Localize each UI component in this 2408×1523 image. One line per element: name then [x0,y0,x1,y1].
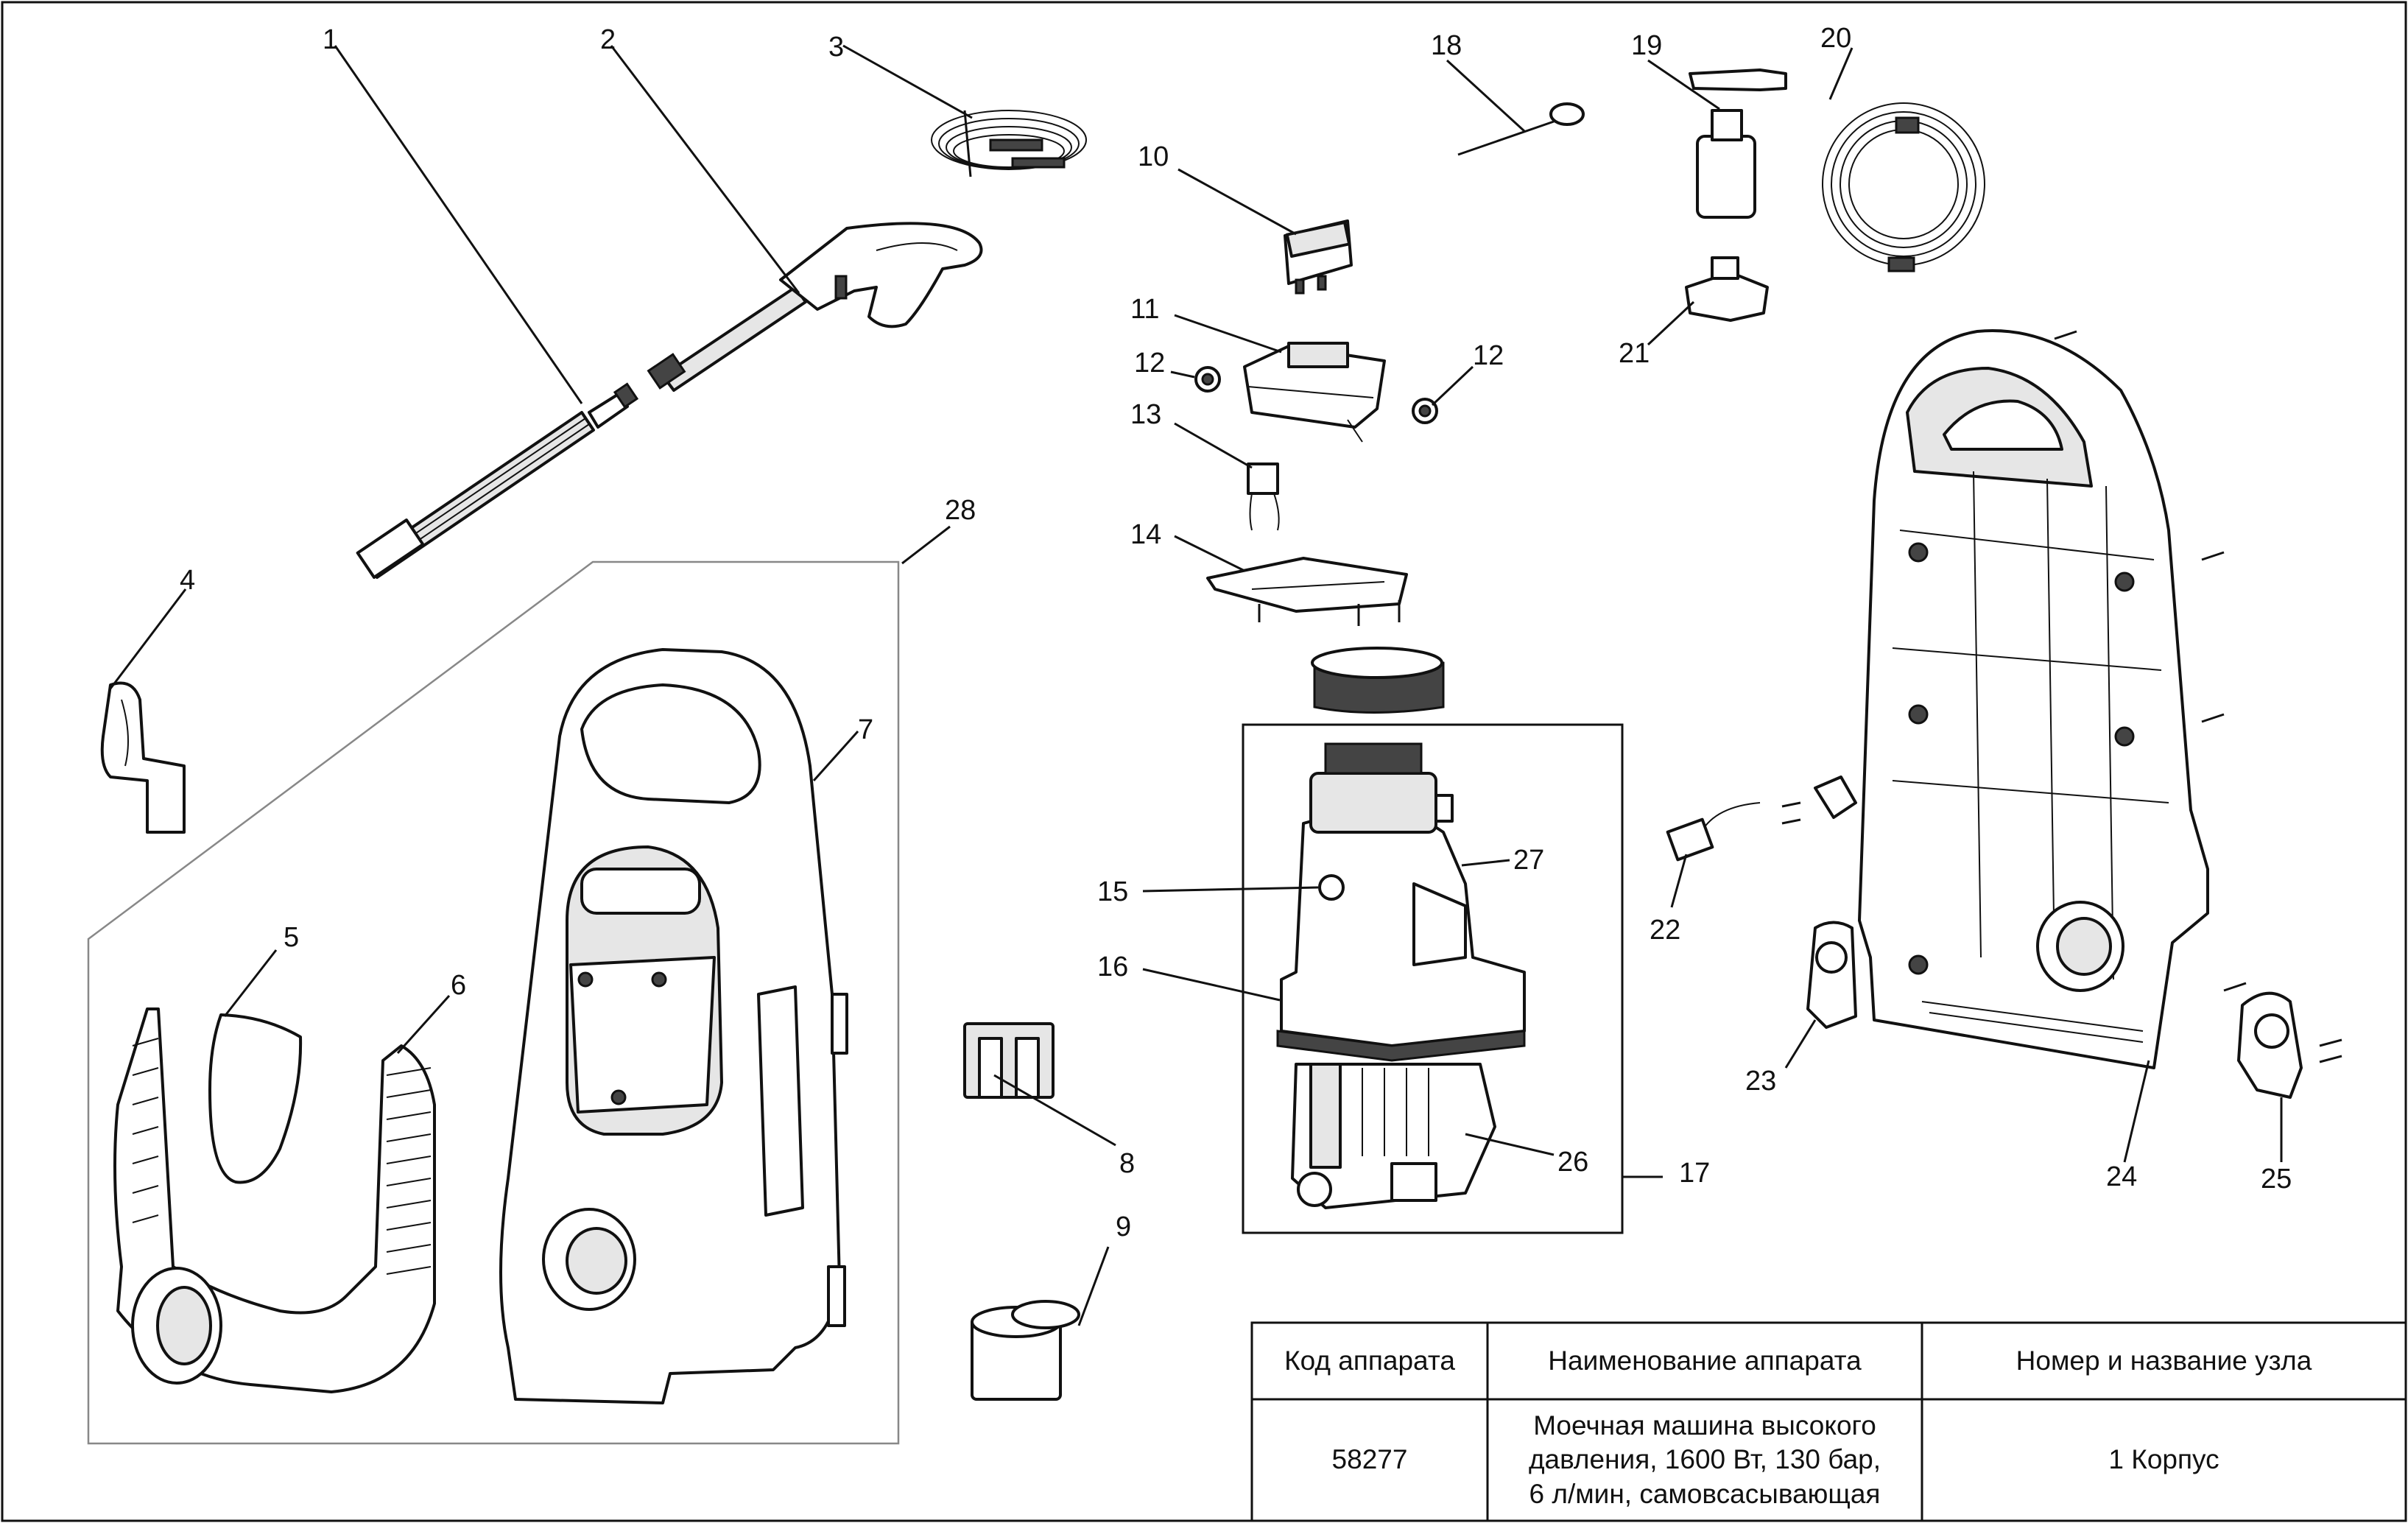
callout-17: 17 [1679,1158,1710,1189]
callout-11: 11 [1130,294,1159,325]
part-26-pump [1291,1063,1496,1209]
callout-12-left: 12 [1134,348,1165,379]
callout-16: 16 [1097,952,1128,982]
part-5-plate [208,1013,303,1184]
part-3-hose [931,110,1087,177]
part-15-plug [1318,874,1345,901]
part-8-clip [963,1022,1055,1099]
part-24-rear-housing [1858,329,2209,1069]
callout-26: 26 [1557,1147,1588,1178]
table-cell-name-line-1: Моечная машина высокого [1533,1410,1876,1441]
callout-27: 27 [1513,845,1544,876]
part-7-housing [499,648,848,1404]
part-4-holder [100,681,186,834]
part-19-bottle [1689,68,1787,219]
table-cell-name: Моечная машина высокого давления, 1600 В… [1488,1399,1922,1521]
part-21-valve [1685,256,1769,322]
table-header-name: Наименование аппарата [1548,1345,1862,1376]
callout-9: 9 [1116,1211,1131,1242]
part-2-gun [647,222,983,392]
callout-6: 6 [451,970,466,1001]
screws [1781,330,2342,1063]
part-1-lance [356,382,639,579]
callout-21: 21 [1619,338,1650,369]
callout-25: 25 [2261,1164,2292,1195]
table-cell-name-line-2: давления, 1600 Вт, 130 бар, [1528,1444,1881,1475]
part-16-seal [1276,1030,1526,1062]
part-9-holder [971,1300,1080,1401]
callout-20: 20 [1820,23,1851,54]
callout-5: 5 [284,922,299,953]
callout-4: 4 [180,565,195,596]
callout-8: 8 [1119,1148,1135,1179]
table-header-unit: Номер и название узла [2016,1345,2312,1376]
callout-10: 10 [1138,141,1169,172]
part-13-clip [1247,462,1280,531]
group-17-frame [1242,723,1624,1234]
callout-13: 13 [1130,399,1161,430]
part-23-wheel-cover [1806,921,1857,1029]
part-20-coil [1822,102,1985,272]
part-6-shroud [113,1007,436,1393]
part-11-switchbox [1243,342,1386,443]
callout-22: 22 [1650,915,1680,946]
part-25-wheel-cover [2237,991,2303,1099]
callout-2: 2 [600,24,616,55]
table-cell-name-line-3: 6 л/мин, самовсасывающая [1529,1478,1881,1509]
table-cell-code: 58277 [1331,1444,1408,1475]
table-cell-unit: 1 Корпус [2108,1444,2219,1475]
part-27-motor [1280,742,1526,1047]
callout-24: 24 [2106,1161,2137,1192]
callout-1: 1 [323,24,338,55]
callout-18: 18 [1431,30,1462,61]
part-18-pin [1457,102,1585,156]
part-10-switch [1284,219,1353,295]
callout-28: 28 [945,495,976,526]
part-22-cord [1666,775,1857,862]
info-table-grid [1250,1321,2407,1522]
part-14-bracket [1206,557,1408,626]
part-12-grommet-left [1194,366,1221,393]
group-28-frame [87,560,900,1445]
callout-7: 7 [858,714,873,745]
callout-15: 15 [1097,876,1128,907]
callout-3: 3 [828,32,844,63]
callout-12-right: 12 [1473,340,1504,371]
filter-ring [1311,647,1445,714]
callout-19: 19 [1631,30,1662,61]
table-header-code: Код аппарата [1284,1345,1455,1376]
callout-14: 14 [1130,519,1161,550]
callout-23: 23 [1745,1066,1776,1097]
part-12-grommet-right [1412,398,1438,424]
